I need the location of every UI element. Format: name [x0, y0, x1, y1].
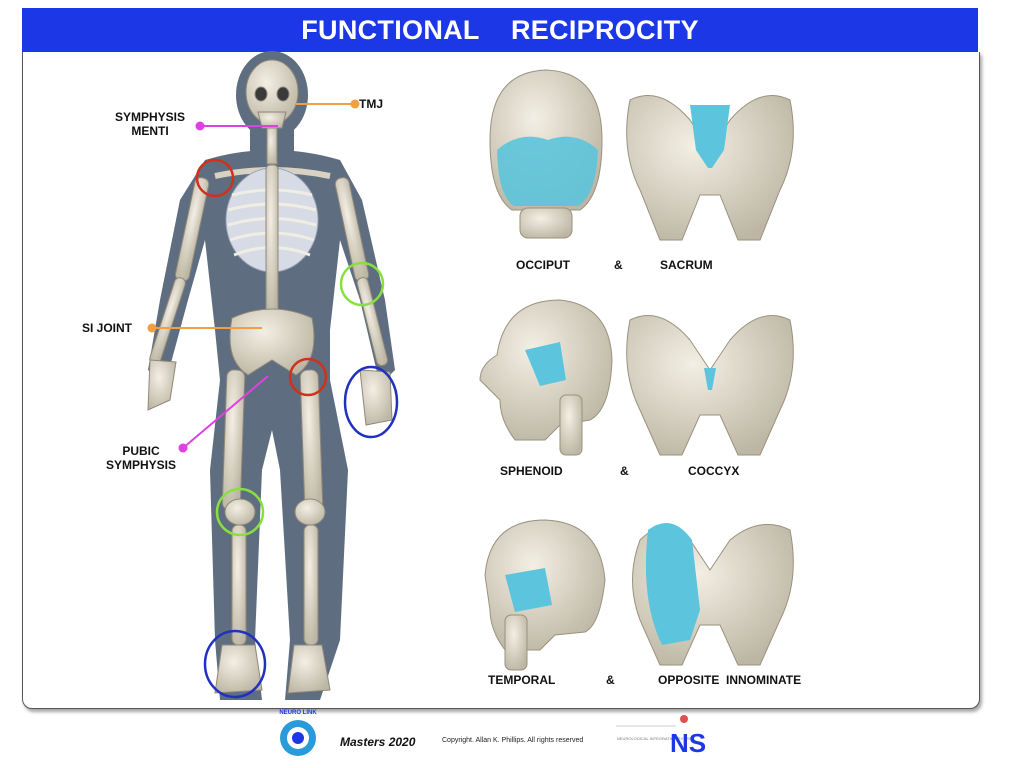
skull-lateral-sphenoid — [479, 299, 613, 456]
label-symphysis-menti-1: SYMPHYSIS — [115, 110, 185, 124]
circle-right-elbow — [339, 261, 385, 307]
circle-hip — [288, 357, 328, 397]
sphenoid-highlight — [525, 342, 566, 386]
label-pubic-symphysis-1: PUBIC — [122, 444, 160, 458]
temporal-highlight — [505, 568, 552, 612]
label-pubic-symphysis-2: SYMPHYSIS — [106, 458, 176, 472]
innominate-highlight — [645, 522, 700, 645]
pelvis — [229, 308, 315, 376]
pointer-lines — [147, 99, 360, 453]
occiput-highlight — [497, 136, 598, 206]
nis-logo-small: NEUROLOGICAL INTEGRATION SYSTEM — [617, 736, 694, 741]
skeleton — [147, 59, 393, 694]
circle-right-hand — [343, 365, 399, 439]
label-si-joint: SI JOINT — [82, 321, 133, 335]
pair-1-right: SACRUM — [660, 258, 713, 272]
nis-logo-big: NS — [670, 728, 706, 758]
coccyx-highlight — [704, 368, 716, 390]
spine — [265, 164, 279, 316]
neurolink-logo: NEURO LINK — [279, 710, 317, 756]
pair-2-amp: & — [620, 464, 629, 478]
pelvis-innominate — [632, 522, 794, 666]
pair-3-right: OPPOSITE INNOMINATE — [658, 673, 801, 687]
circle-left-shoulder — [195, 158, 235, 198]
nis-logo: NEUROLOGICAL INTEGRATION SYSTEM NS — [616, 715, 706, 758]
title-word-1: FUNCTIONAL — [301, 14, 480, 45]
pair-2-left: SPHENOID — [500, 464, 563, 478]
pair-1-amp: & — [614, 258, 623, 272]
pair-3-left: TEMPORAL — [488, 673, 555, 687]
title-word-2: RECIPROCITY — [510, 14, 699, 45]
circle-left-foot — [203, 629, 267, 699]
sacrum-highlight — [690, 105, 730, 168]
label-tmj: TMJ — [359, 97, 383, 111]
pair-1-left: OCCIPUT — [516, 258, 571, 272]
footer-masters: Masters 2020 — [340, 735, 416, 749]
pelvis-coccyx — [626, 315, 794, 456]
skull-lateral-temporal — [484, 519, 606, 671]
title-banner: FUNCTIONAL RECIPROCITY — [22, 8, 978, 52]
neurolink-logo-text: NEURO LINK — [279, 710, 317, 716]
pelvis-sacrum — [626, 95, 794, 241]
pair-3-amp: & — [606, 673, 615, 687]
skull-posterior — [489, 69, 603, 239]
pair-2-right: COCCYX — [688, 464, 739, 478]
joint-circles — [195, 158, 399, 699]
footer-copyright: Copyright. Allan K. Phillips. All rights… — [442, 737, 584, 744]
label-symphysis-menti-2: MENTI — [131, 124, 168, 138]
circle-left-knee — [215, 487, 265, 537]
